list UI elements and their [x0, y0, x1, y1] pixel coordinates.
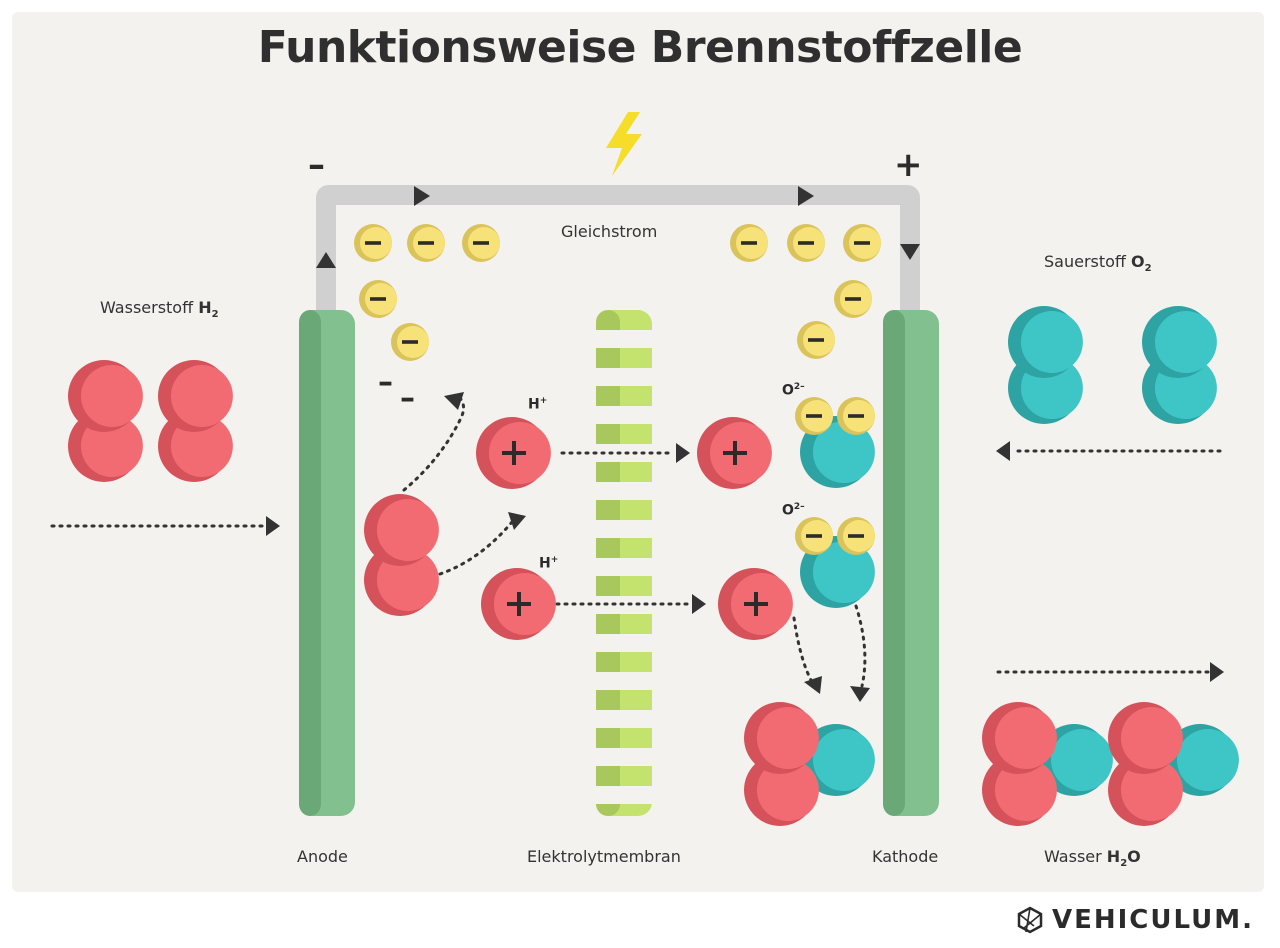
proton-label-1: H+ — [528, 396, 548, 413]
kathode-label: Kathode — [872, 847, 939, 866]
oxide-label-1: O2– — [782, 382, 805, 399]
page-title: Funktionsweise Brennstoffzelle — [257, 22, 1023, 73]
gleichstrom-label: Gleichstrom — [561, 222, 658, 241]
proton-2 — [481, 568, 556, 640]
water-molecule-1 — [744, 702, 875, 826]
proton-label-2: H+ — [539, 555, 559, 572]
wire-arrow-right-2 — [798, 186, 814, 206]
brand: VEHICULUM. — [1016, 902, 1254, 938]
oxide-ion-1-electron-2 — [837, 397, 875, 435]
proton-3 — [697, 417, 772, 489]
electron-10 — [797, 321, 835, 359]
h2-molecule-1 — [68, 360, 143, 482]
plus-terminal: + — [894, 145, 923, 185]
released-electron-mark-2: – — [400, 381, 415, 416]
anode-label: Anode — [297, 847, 348, 866]
wasserstoff-label: Wasserstoff H2 — [100, 298, 219, 321]
electron-2 — [407, 224, 445, 262]
cathode-electrode — [883, 310, 939, 816]
electron-7 — [787, 224, 825, 262]
o2-molecule-1 — [1008, 306, 1083, 424]
proton-to-water-arrow — [792, 616, 814, 684]
h2-molecule-splitting — [364, 494, 439, 616]
sauerstoff-label: Sauerstoff O2 — [1044, 252, 1152, 275]
h2-molecule-2 — [158, 360, 233, 482]
electron-4 — [359, 280, 397, 318]
electron-release-arrow — [402, 394, 465, 492]
oxide-ion-2-electron-2 — [837, 517, 875, 555]
brand-name: VEHICULUM. — [1051, 905, 1254, 935]
o2-molecule-2 — [1142, 306, 1217, 424]
electron-9 — [834, 280, 872, 318]
wire-arrow-right-1 — [414, 186, 430, 206]
electron-5 — [391, 323, 429, 361]
minus-terminal: – — [308, 145, 325, 185]
flow-arrows — [50, 394, 1222, 688]
water-molecule-2 — [982, 702, 1113, 826]
anode-electrode — [299, 310, 355, 816]
oxide-ion-2-electron-1 — [795, 517, 833, 555]
released-electron-mark: – — [378, 365, 393, 400]
wire-arrow-down — [900, 244, 920, 260]
oxide-to-water-arrow — [854, 604, 867, 688]
electron-1 — [354, 224, 392, 262]
water-molecule-3 — [1108, 702, 1239, 826]
lightning-icon — [606, 112, 642, 176]
oxide-ion-1-electron-1 — [795, 397, 833, 435]
proton-release-arrow — [438, 520, 514, 576]
electrolyte-membrane — [596, 310, 652, 816]
wire-arrow-up — [316, 252, 336, 268]
molecules — [68, 224, 1239, 826]
wasser-label: Wasser H2O — [1044, 847, 1141, 870]
proton-4 — [718, 568, 793, 640]
membrane-label: Elektrolytmembran — [527, 847, 681, 866]
proton-1 — [476, 417, 551, 489]
arrow-heads — [266, 392, 1224, 702]
electron-3 — [462, 224, 500, 262]
circuit-wire — [316, 185, 920, 312]
electron-6 — [730, 224, 768, 262]
electron-8 — [843, 224, 881, 262]
vehiculum-logo-icon — [1017, 906, 1043, 934]
oxide-label-2: O2– — [782, 502, 805, 519]
